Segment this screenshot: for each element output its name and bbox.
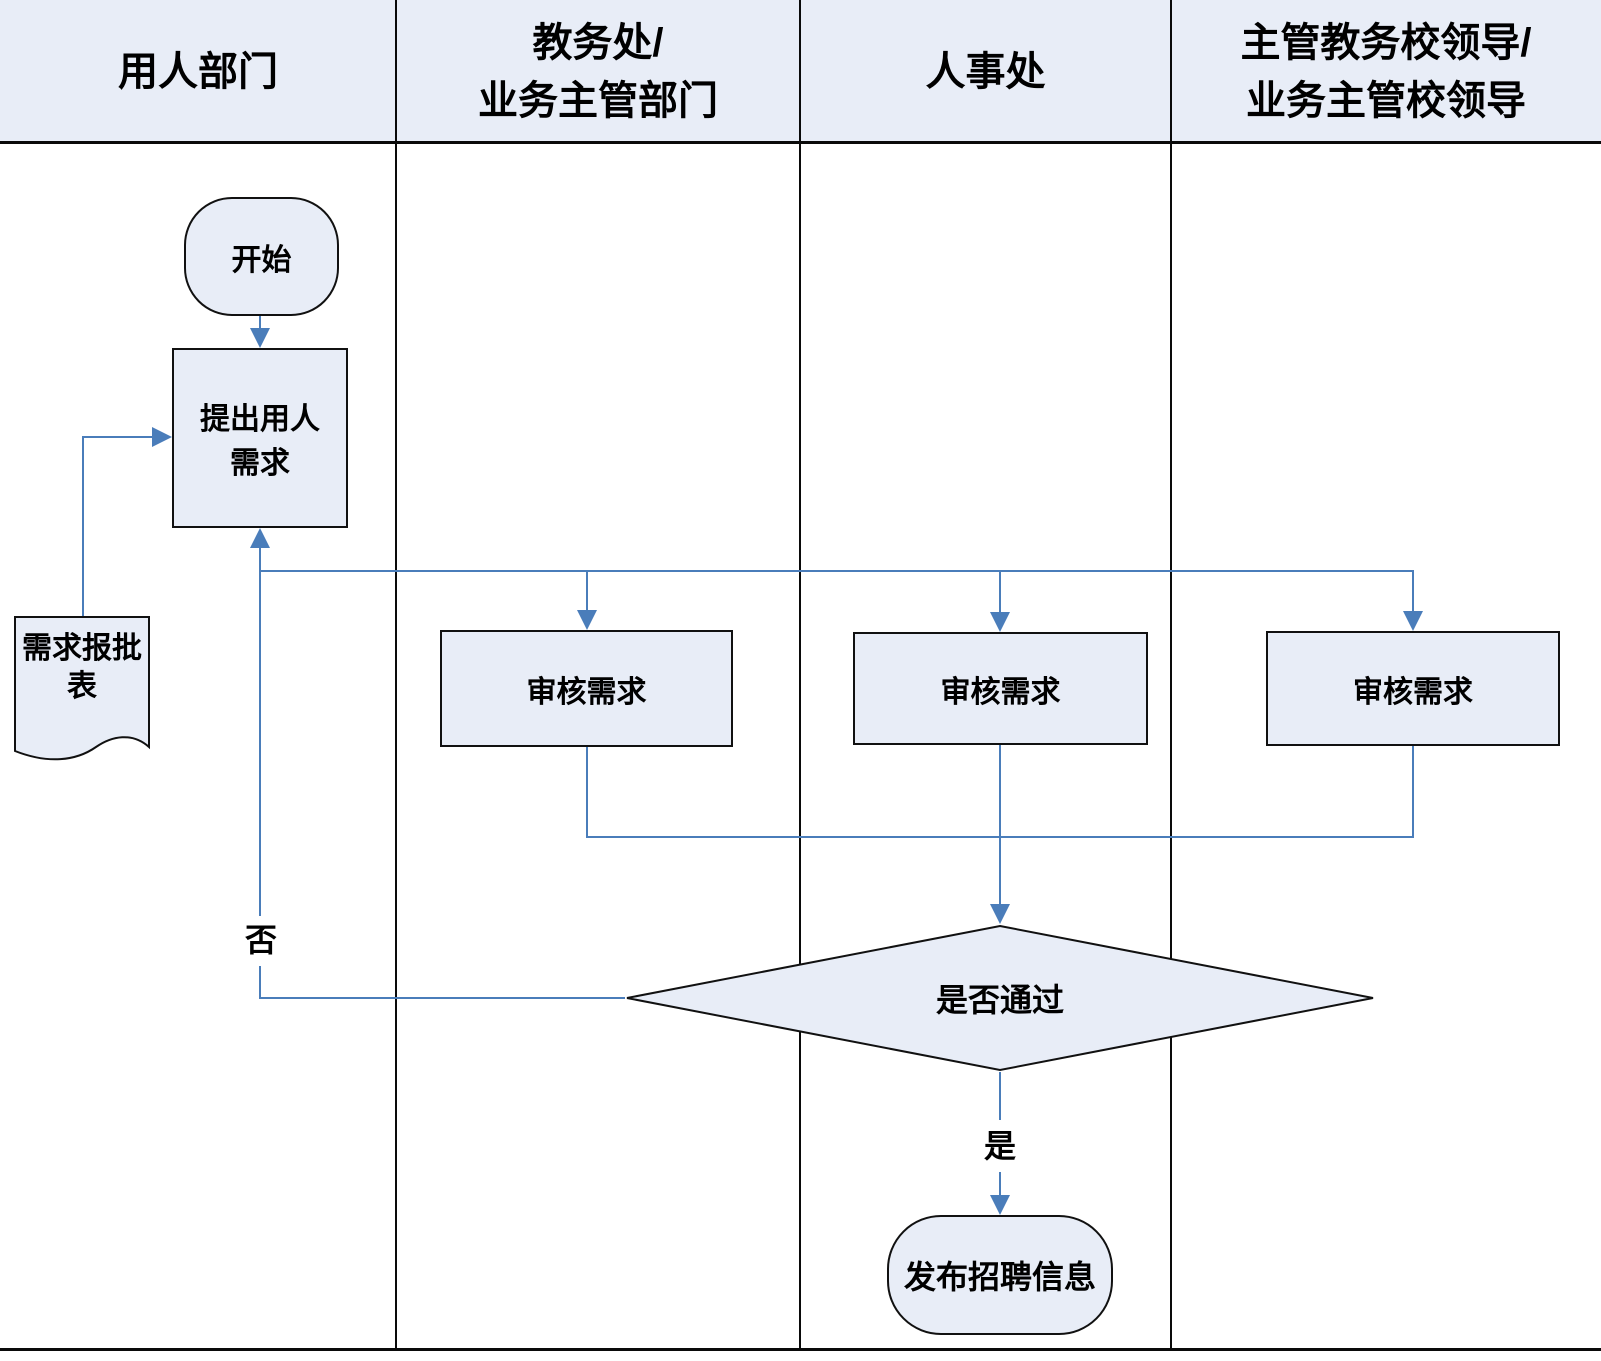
connector-no-return-vertical-upper	[259, 548, 261, 916]
document-shape-icon	[14, 616, 150, 761]
node-review-hr: 审核需求	[853, 632, 1148, 745]
arrowhead-into-propose-bottom	[250, 528, 270, 548]
node-propose-label: 提出用人需求	[200, 403, 320, 480]
connector-start-to-propose	[259, 315, 261, 331]
lane-title-line: 用人部门	[118, 50, 278, 94]
edge-label-yes: 是	[977, 1126, 1023, 1166]
node-demand-form-label: 需求报批表	[22, 632, 142, 703]
node-review-hr-label: 审核需求	[940, 675, 1061, 709]
lane-title-line: 人事处	[925, 50, 1046, 94]
node-demand-approval-form: 需求报批表	[14, 616, 150, 762]
arrowhead-into-propose-top	[250, 328, 270, 348]
connector-drop-review-academic	[586, 572, 588, 612]
diamond-shape-icon	[626, 924, 1374, 1072]
connector-no-return-vertical-lower	[259, 966, 261, 999]
arrowhead-into-decision-top	[990, 904, 1010, 924]
connector-yes-upper	[999, 1072, 1001, 1120]
connector-drop-review-leader	[1412, 572, 1414, 613]
node-propose-staffing-need: 提出用人需求	[172, 348, 348, 528]
arrowhead-into-propose-left	[152, 427, 172, 447]
lane-divider-3	[1170, 0, 1172, 1348]
lane-divider-2	[799, 0, 801, 1348]
arrowhead-into-review-leader	[1403, 611, 1423, 631]
lane-title-line: 业务主管部门	[478, 79, 718, 123]
lane-header-school-leaders: 主管教务校领导/ 业务主管校领导	[1171, 0, 1601, 144]
lane-title-line: 主管教务校领导/	[1240, 21, 1532, 65]
lane-title-line: 业务主管校领导	[1246, 79, 1526, 123]
connector-distribution-horizontal	[259, 570, 1414, 572]
lane-header-hr-office: 人事处	[800, 0, 1171, 144]
chart-bottom-border	[0, 1348, 1601, 1351]
node-review-academic-label: 审核需求	[526, 675, 647, 709]
arrowhead-into-publish-top	[990, 1195, 1010, 1215]
lane-divider-1	[395, 0, 397, 1348]
node-review-academic: 审核需求	[440, 630, 733, 747]
connector-review-leader-down	[1412, 746, 1414, 837]
node-review-leader-label: 审核需求	[1353, 675, 1473, 709]
lane-header-using-department: 用人部门	[0, 0, 396, 144]
connector-review-academic-down	[586, 747, 588, 837]
node-review-leader: 审核需求	[1266, 631, 1560, 746]
connector-form-horizontal	[82, 436, 153, 438]
connector-form-vertical	[82, 437, 84, 617]
lane-title-line: 教务处/	[532, 21, 664, 65]
node-publish-label: 发布招聘信息	[903, 1259, 1096, 1295]
edge-label-no: 否	[238, 920, 284, 960]
node-start-label: 开始	[231, 243, 292, 277]
node-decision-label: 是否通过	[935, 982, 1064, 1018]
connector-yes-lower	[999, 1172, 1001, 1196]
arrowhead-into-review-academic	[577, 610, 597, 630]
node-decision-pass: 是否通过	[625, 924, 1375, 1072]
arrowhead-into-review-hr	[990, 612, 1010, 632]
connector-no-horizontal	[261, 997, 625, 999]
node-start: 开始	[184, 197, 339, 316]
connector-review-hr-to-decision	[999, 745, 1001, 904]
connector-drop-review-hr	[999, 572, 1001, 614]
node-publish-recruitment-info: 发布招聘信息	[887, 1215, 1113, 1335]
lane-header-academic-affairs: 教务处/ 业务主管部门	[396, 0, 800, 144]
